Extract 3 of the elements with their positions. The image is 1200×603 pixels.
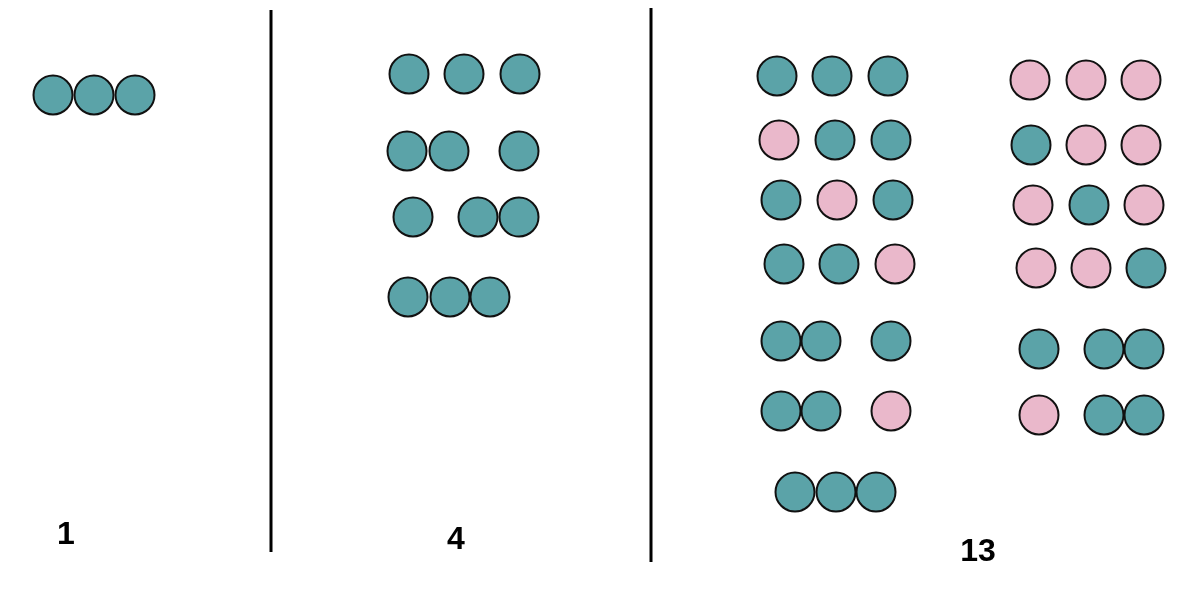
number-label: 1 (57, 517, 75, 549)
number-label: 13 (960, 534, 996, 566)
number-label: 4 (447, 522, 465, 554)
